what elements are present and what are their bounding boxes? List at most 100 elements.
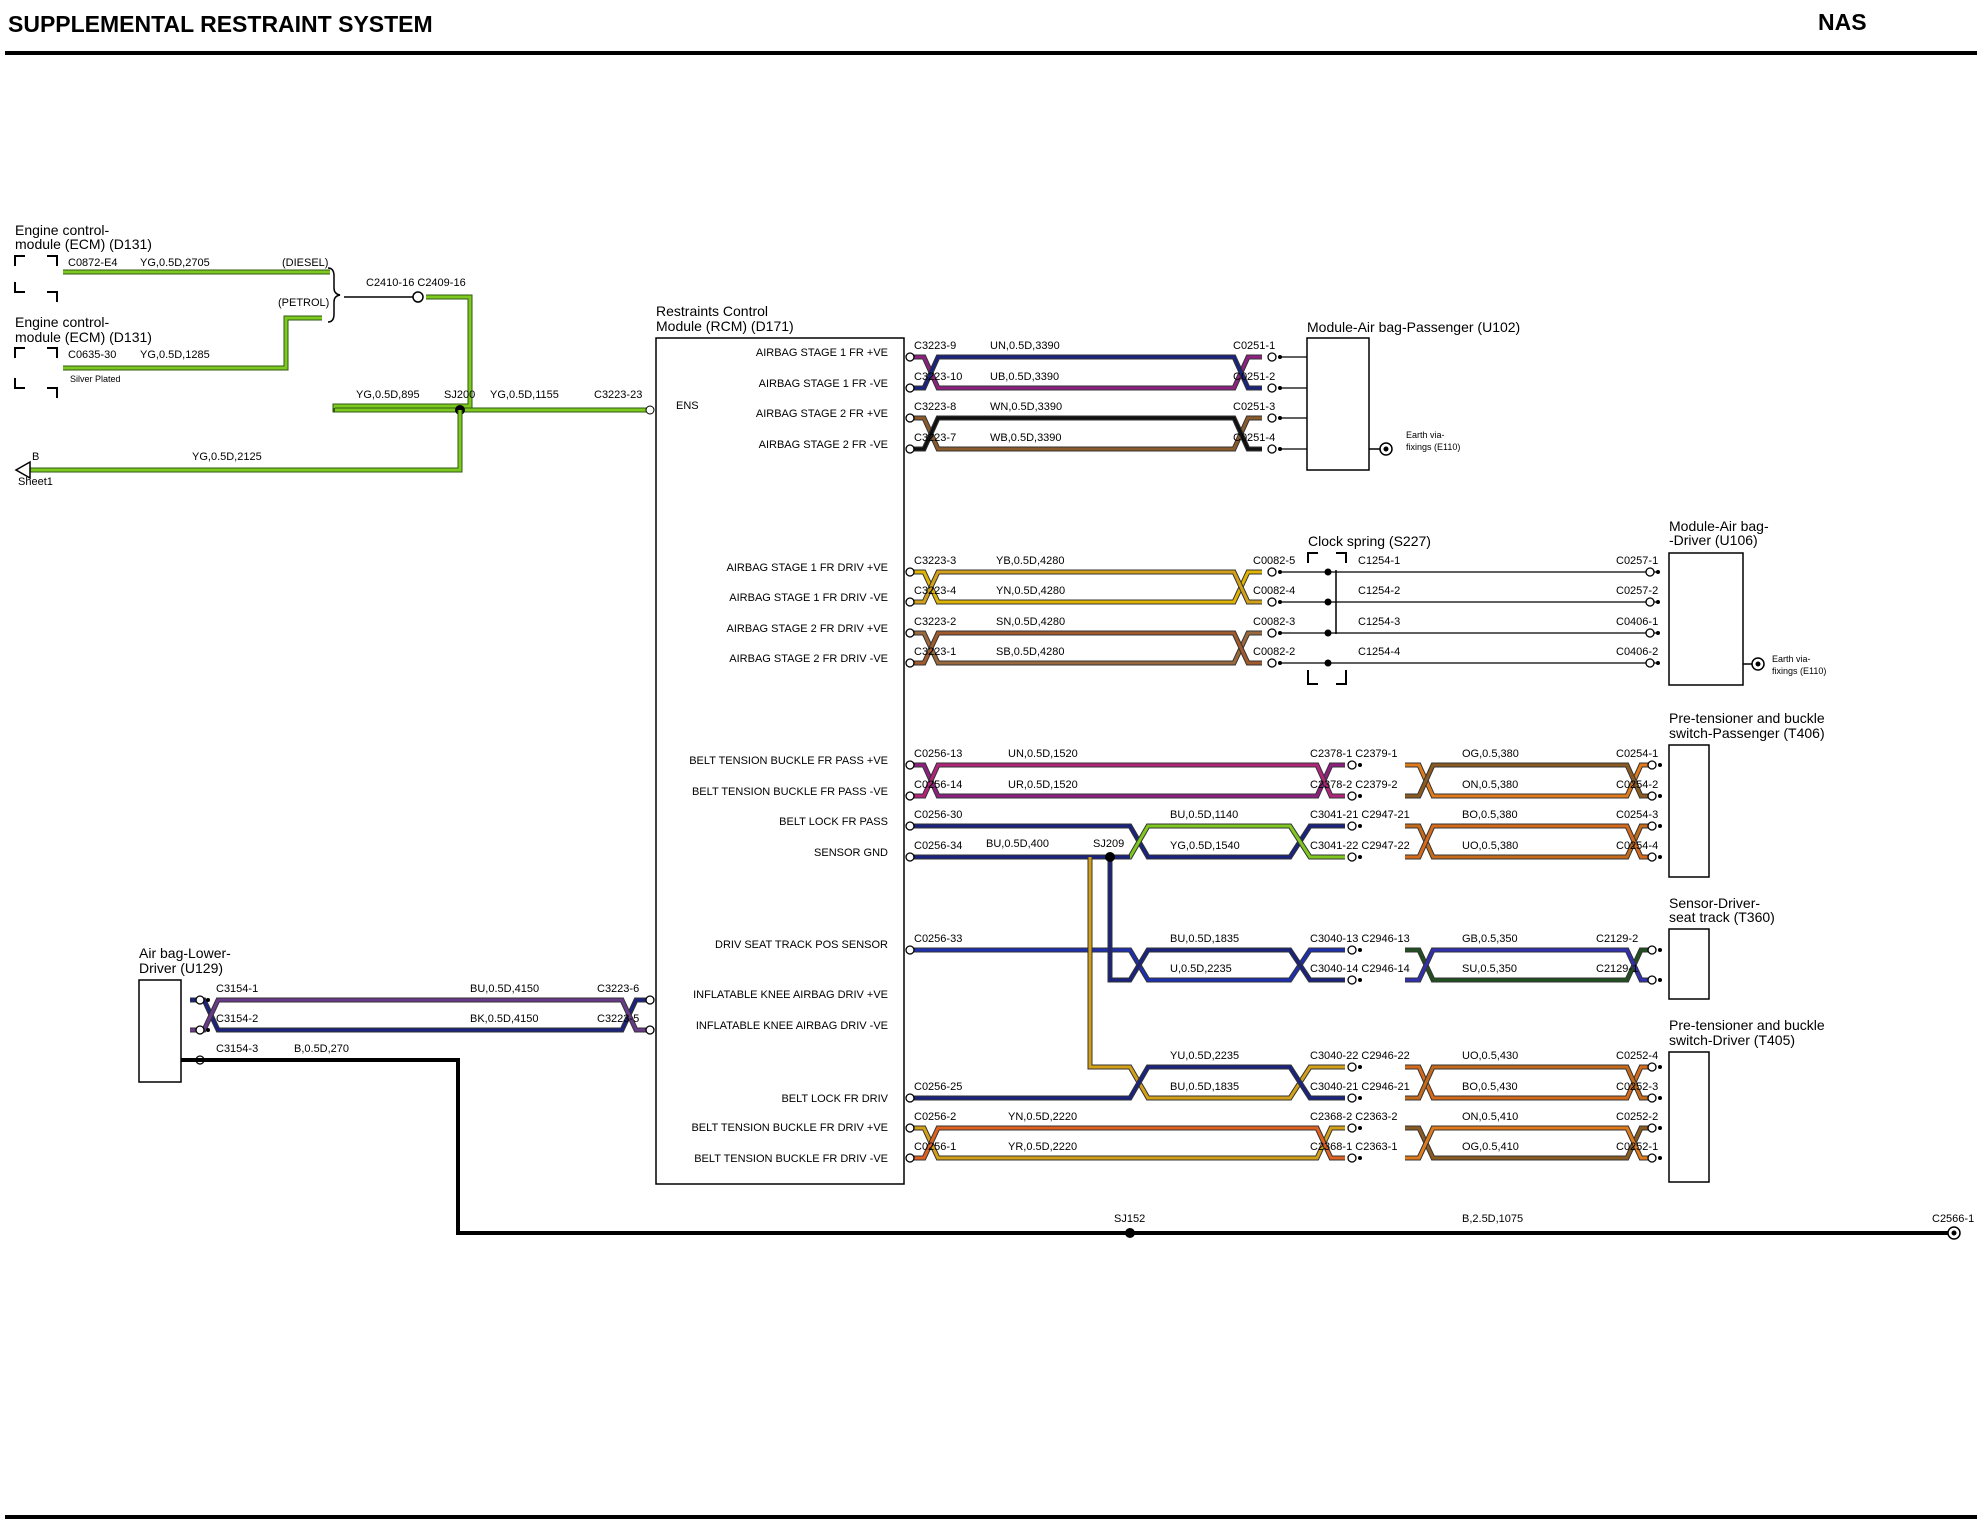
passenger-airbag-title: Module-Air bag-Passenger (U102) bbox=[1307, 319, 1520, 335]
wire-pt-pass-right1-a bbox=[1405, 763, 1655, 798]
pretensioner-driv-box bbox=[1668, 1051, 1710, 1183]
wire-pt-pass-left-a-outline bbox=[910, 762, 1345, 799]
connector-icon bbox=[1645, 567, 1655, 577]
connector-pin-icon bbox=[1658, 855, 1662, 859]
wire-pt-driv-right1-b bbox=[1405, 1065, 1655, 1100]
wire-driv-stage1-b bbox=[910, 570, 1262, 604]
rcm-ens: ENS bbox=[676, 400, 699, 412]
terminal-icon bbox=[905, 628, 915, 638]
splice-sj152-icon bbox=[1125, 1228, 1135, 1238]
wire-pt-pass-left-b-outline bbox=[910, 762, 1345, 799]
ecm-petrol-variant: (PETROL) bbox=[278, 297, 329, 309]
rcm-pin-label: BELT LOCK FR PASS bbox=[779, 816, 888, 828]
splice-sj209-icon bbox=[1105, 852, 1115, 862]
module-pin-icon bbox=[1324, 659, 1332, 667]
wire-pt-pass-right1-b bbox=[1405, 763, 1655, 798]
knee-airbag-title-1: Air bag-Lower- bbox=[139, 945, 231, 961]
connector-icon bbox=[1267, 383, 1277, 393]
seat-wire1: BU,0.5D,1835 bbox=[1170, 933, 1239, 945]
driv-row-clockspring-2: C1254-3 bbox=[1358, 616, 1400, 628]
sj200-rcm-pin: C3223-23 bbox=[594, 389, 642, 401]
connector-icon bbox=[1347, 975, 1357, 985]
connector-pin-icon bbox=[1656, 570, 1660, 574]
wire-pass-stage1-a-outline bbox=[910, 354, 1262, 391]
sheet-ref-arrow-icon bbox=[14, 460, 31, 480]
pt-driv-wire2: OG,0.5,410 bbox=[1462, 1141, 1519, 1153]
wire-driv-stage2-b bbox=[910, 631, 1262, 665]
seat-wire1: U,0.5D,2235 bbox=[1170, 963, 1232, 975]
rcm-pin-label: BELT TENSION BUCKLE FR PASS +VE bbox=[689, 755, 888, 767]
driv-row-left: C3223-2 bbox=[914, 616, 956, 628]
wire-seat-right-a bbox=[1405, 948, 1655, 982]
pt-driv-left: C0256-25 bbox=[914, 1081, 962, 1093]
pt-driv-wire1: YN,0.5D,2220 bbox=[1008, 1111, 1077, 1123]
terminal-icon bbox=[905, 658, 915, 668]
pt-pass-right: C0254-3 bbox=[1616, 809, 1658, 821]
connector-icon bbox=[1645, 628, 1655, 638]
connector-pin-icon bbox=[1658, 1156, 1662, 1160]
connector-icon bbox=[1267, 658, 1277, 668]
knee-left: C3154-2 bbox=[216, 1013, 258, 1025]
pass-row-right: C0251-3 bbox=[1233, 401, 1275, 413]
sj200-label: SJ200 bbox=[444, 389, 475, 401]
knee-wire: BK,0.5D,4150 bbox=[470, 1013, 539, 1025]
connector-icon bbox=[1347, 821, 1357, 831]
wire-pt-driv-right2-b bbox=[1405, 1126, 1655, 1160]
earth-driver-label: Earth via- bbox=[1772, 654, 1811, 664]
pt-driv-right: C0252-2 bbox=[1616, 1111, 1658, 1123]
knee-wire: BU,0.5D,4150 bbox=[470, 983, 539, 995]
connector-icon bbox=[1267, 444, 1277, 454]
seat-right: C2129-2 bbox=[1596, 933, 1638, 945]
connector-pin-icon bbox=[1358, 794, 1362, 798]
seat-track-title-1: Sensor-Driver- bbox=[1669, 895, 1760, 911]
wire-pt-pass-gnd bbox=[910, 824, 1345, 859]
connector-pin-icon bbox=[1658, 824, 1662, 828]
rcm-pin-label: AIRBAG STAGE 1 FR DRIV -VE bbox=[729, 592, 888, 604]
terminal-icon bbox=[645, 1025, 655, 1035]
pt-driv-left: C0256-2 bbox=[914, 1111, 956, 1123]
pt-pass-right: C0254-4 bbox=[1616, 840, 1658, 852]
pt-pass-wire2: BO,0.5,380 bbox=[1462, 809, 1518, 821]
connector-pin-icon bbox=[1358, 855, 1362, 859]
wire-driv-stage2-a-outline bbox=[910, 630, 1262, 666]
earth-passenger-label: Earth via- bbox=[1406, 430, 1445, 440]
pt-pass-mid: C2378-1 C2379-1 bbox=[1310, 748, 1397, 760]
pass-row-wire: WN,0.5D,3390 bbox=[990, 401, 1062, 413]
sj209-label: SJ209 bbox=[1093, 838, 1124, 850]
driv-row-clockspring: C0082-5 bbox=[1253, 555, 1295, 567]
seat-track-title-2: seat track (T360) bbox=[1669, 909, 1775, 925]
earth-driver-label-2: fixings (E110) bbox=[1772, 666, 1826, 676]
connector-icon bbox=[1647, 1062, 1657, 1072]
connector-icon bbox=[1647, 760, 1657, 770]
wire-driv-stage1-a bbox=[910, 570, 1262, 604]
pt-driv-mid: C2368-2 C2363-2 bbox=[1310, 1111, 1397, 1123]
rcm-pin-label: AIRBAG STAGE 2 FR -VE bbox=[759, 439, 888, 451]
terminal-icon bbox=[905, 945, 915, 955]
knee-right: C3223-6 bbox=[597, 983, 639, 995]
terminal-icon bbox=[905, 567, 915, 577]
wire-driv-stage2-b-outline bbox=[910, 630, 1262, 666]
pt-driv-right: C0252-3 bbox=[1616, 1081, 1658, 1093]
wire-driv-stage2-a bbox=[910, 631, 1262, 665]
wire-pt-driv-right2-a bbox=[1405, 1126, 1655, 1160]
connector-icon bbox=[1347, 1093, 1357, 1103]
ecm-diesel-title-1: Engine control- bbox=[15, 222, 110, 238]
wire-pt-pass-lock-outline bbox=[910, 823, 1345, 860]
rcm-pin-label: AIRBAG STAGE 2 FR +VE bbox=[756, 408, 888, 420]
pt-pass-left: C0256-30 bbox=[914, 809, 962, 821]
ecm-diesel-variant: (DIESEL) bbox=[282, 257, 328, 269]
connector-icon bbox=[1267, 413, 1277, 423]
header-rule bbox=[5, 51, 1977, 55]
connector-pin-icon bbox=[1358, 1126, 1362, 1130]
driv-row-left: C3223-3 bbox=[914, 555, 956, 567]
pt-pass-left: C0256-13 bbox=[914, 748, 962, 760]
pretensioner-driv-title-2: switch-Driver (T405) bbox=[1669, 1032, 1795, 1048]
wire-pt-driv-lock bbox=[910, 1065, 1345, 1100]
driv-row-wire: YN,0.5D,4280 bbox=[996, 585, 1065, 597]
pt-driv-wire1: BU,0.5D,1835 bbox=[1170, 1081, 1239, 1093]
ecm-diesel: Engine control- module (ECM) (D131) C087… bbox=[14, 222, 328, 302]
pass-row-left: C3223-8 bbox=[914, 401, 956, 413]
terminal-icon bbox=[905, 597, 915, 607]
seat-wire2: SU,0.5,350 bbox=[1462, 963, 1517, 975]
